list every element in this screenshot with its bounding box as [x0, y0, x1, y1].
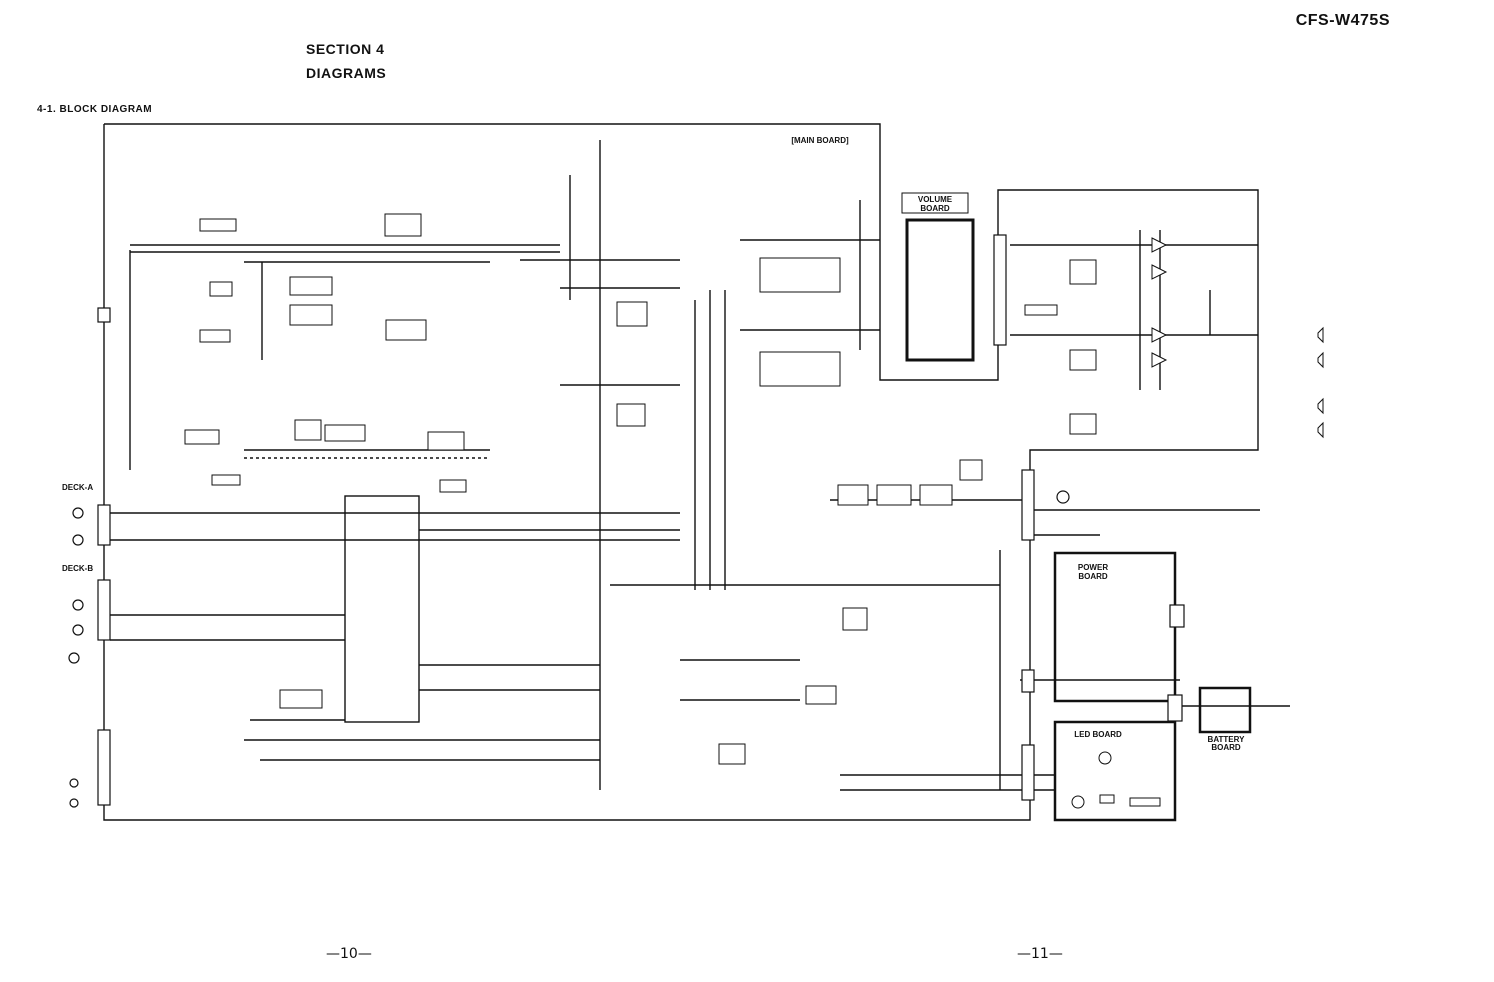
led-board — [1053, 720, 1177, 822]
power-board — [1053, 551, 1177, 703]
page-number-right: —11— — [1017, 946, 1063, 962]
main-board-label: [MAIN BOARD] — [791, 136, 849, 145]
volume-board-label-2: BOARD — [920, 204, 950, 213]
model-number: CFS-W475S — [1295, 12, 1390, 29]
section-title: DIAGRAMS — [306, 65, 387, 81]
main-board-outline — [103, 123, 1259, 821]
battery-board — [1198, 686, 1252, 734]
subsection-title: 4-1. BLOCK DIAGRAM — [37, 104, 153, 115]
power-board-label-1: POWER — [1078, 563, 1108, 572]
page-number-left: —10— — [326, 946, 372, 962]
led-board-label: LED BOARD — [1074, 730, 1122, 739]
section-number: SECTION 4 — [306, 41, 385, 57]
volume-board-label-1: VOLUME — [918, 195, 953, 204]
power-board-label-2: BOARD — [1078, 572, 1108, 581]
tape-ic-block — [344, 495, 420, 723]
deck-b-label: DECK-B — [62, 564, 93, 573]
volume-board — [901, 192, 975, 362]
battery-board-label-2: BOARD — [1211, 743, 1241, 752]
battery-board-label-1: BATTERY — [1208, 735, 1246, 744]
deck-a-label: DECK-A — [62, 483, 93, 492]
